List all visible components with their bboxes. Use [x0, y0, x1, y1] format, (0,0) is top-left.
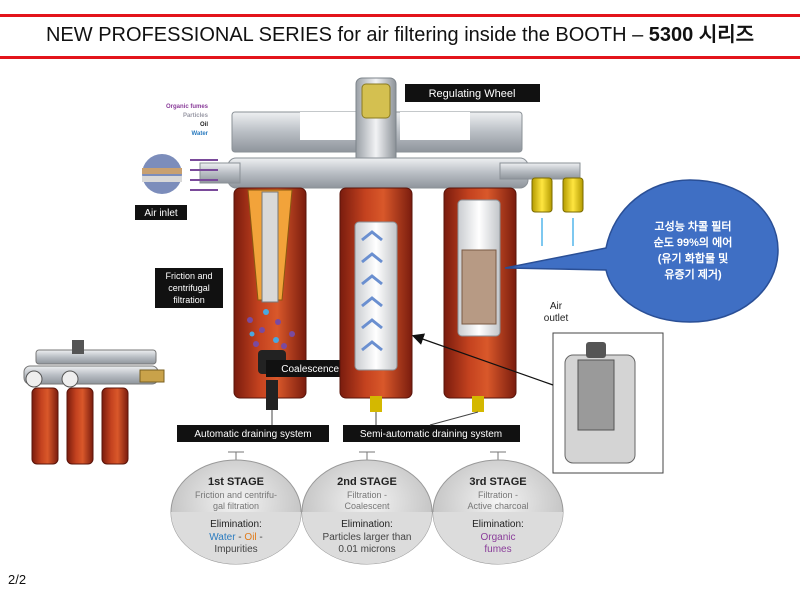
- stage-2-particles: Particles larger than: [323, 532, 412, 543]
- semi-auto-drain-label: Semi-automatic draining system: [360, 429, 502, 440]
- page-number: 2/2: [8, 572, 27, 587]
- stage-2-desc-1: Filtration -: [347, 490, 387, 500]
- stage-1-oil: Oil: [244, 532, 256, 543]
- stage-1-title: 1st STAGE: [208, 476, 264, 488]
- stage-1-water: Water: [209, 532, 236, 543]
- coalescent-element: [354, 221, 398, 371]
- callout-line-3: (유기 화합물 및: [658, 251, 729, 265]
- stage-2-elim: Elimination:: [341, 519, 393, 530]
- legend-organic: Organic fumes: [166, 104, 209, 110]
- air-inlet-band: [142, 176, 182, 182]
- title-bold: 5300 시리즈: [648, 24, 755, 46]
- stage-3-desc-1: Filtration -: [478, 490, 518, 500]
- regulator-knob: [361, 83, 391, 119]
- svg-text:Water - Oil -: Water - Oil -: [209, 532, 263, 543]
- cartridge-pointer-arrow: [411, 333, 554, 386]
- charcoal-bed: [461, 249, 497, 325]
- stage-2-desc-2: Coalescent: [344, 501, 390, 511]
- stage-1-elim: Elimination:: [210, 519, 262, 530]
- air-outlet-label-1: Air: [550, 301, 563, 312]
- stage-3-desc-2: Active charcoal: [467, 501, 528, 511]
- outlet-fitting-1: [531, 177, 553, 213]
- legend-water: Water: [192, 131, 209, 137]
- friction-label-1: Friction and: [165, 271, 212, 281]
- stage-2-microns: 0.01 microns: [338, 544, 395, 555]
- title-main: NEW PROFESSIONAL SERIES for air filterin…: [45, 24, 649, 46]
- regulating-wheel-label: Regulating Wheel: [429, 88, 516, 100]
- product-photo: [23, 340, 165, 465]
- semi-auto-drain-label-bg: [343, 425, 520, 442]
- manifold-pipe: [227, 157, 529, 189]
- callout-line-1: 고성능 차콜 필터: [655, 219, 732, 233]
- callout-bubble: [504, 179, 779, 323]
- stage-1-sep: -: [236, 532, 245, 543]
- coalescent-arrows: [361, 230, 383, 352]
- air-inlet-label: Air inlet: [144, 208, 178, 219]
- stage-1-desc-2: gal filtration: [213, 501, 259, 511]
- bracket-cutout: [400, 112, 470, 140]
- air-inlet-label-bg: [135, 205, 187, 220]
- air-outlet-label-2: outlet: [544, 313, 569, 324]
- stage-1-sep2: -: [257, 532, 263, 543]
- cartridge-inset-core: [577, 359, 615, 431]
- title-red-rule: [0, 56, 800, 59]
- coalescence-label: Coalescence filter: [281, 364, 361, 375]
- stage-3-title: 3rd STAGE: [469, 476, 526, 488]
- bracket-cutout: [300, 112, 360, 140]
- top-red-rule: [0, 14, 800, 17]
- friction-label-bg: [155, 268, 223, 308]
- outlet-pipe: [499, 162, 581, 180]
- legend-oil: Oil: [200, 122, 208, 128]
- auto-drain-valve: [266, 380, 278, 410]
- friction-droplets: [247, 317, 295, 349]
- stage-1-impurities: Impurities: [214, 544, 257, 555]
- slide-title: NEW PROFESSIONAL SERIES for air filterin…: [0, 18, 800, 47]
- stage-2-title: 2nd STAGE: [337, 476, 397, 488]
- inlet-pipe: [199, 162, 241, 184]
- friction-label-2: centrifugal: [168, 283, 210, 293]
- outlet-arrows: [541, 218, 574, 246]
- stage-1-desc-1: Friction and centrifu-: [195, 490, 277, 500]
- stage-1: 1st STAGE Friction and centrifu- gal fil…: [170, 451, 302, 565]
- friction-water-drops: [249, 309, 279, 343]
- inlet-arrows: [190, 159, 218, 191]
- stage-3-elim: Elimination:: [472, 519, 524, 530]
- semi-auto-drain-valve: [370, 396, 382, 412]
- callout-line-4: 유증기 제거): [664, 267, 722, 281]
- callout-line-2: 순도 99%의 에어: [654, 235, 733, 249]
- stage-3-organic: Organic: [480, 532, 515, 543]
- semi-auto-drain-valve-2: [472, 396, 484, 412]
- drain-connector-lines: [271, 410, 479, 426]
- stage-3-fumes: fumes: [484, 544, 511, 555]
- regulating-wheel-label-bg: [405, 84, 540, 102]
- friction-label-3: filtration: [173, 295, 205, 305]
- stage-3: 3rd STAGE Filtration - Active charcoal E…: [432, 451, 564, 565]
- legend-particles: Particles: [183, 113, 209, 119]
- auto-drain-label: Automatic draining system: [194, 429, 311, 440]
- air-inlet-band: [142, 168, 182, 174]
- stage-2: 2nd STAGE Filtration - Coalescent Elimin…: [301, 451, 433, 565]
- cone-core: [261, 191, 279, 303]
- outlet-fitting-2: [562, 177, 584, 213]
- cartridge-inset-cap: [586, 342, 606, 358]
- auto-drain-label-bg: [177, 425, 329, 442]
